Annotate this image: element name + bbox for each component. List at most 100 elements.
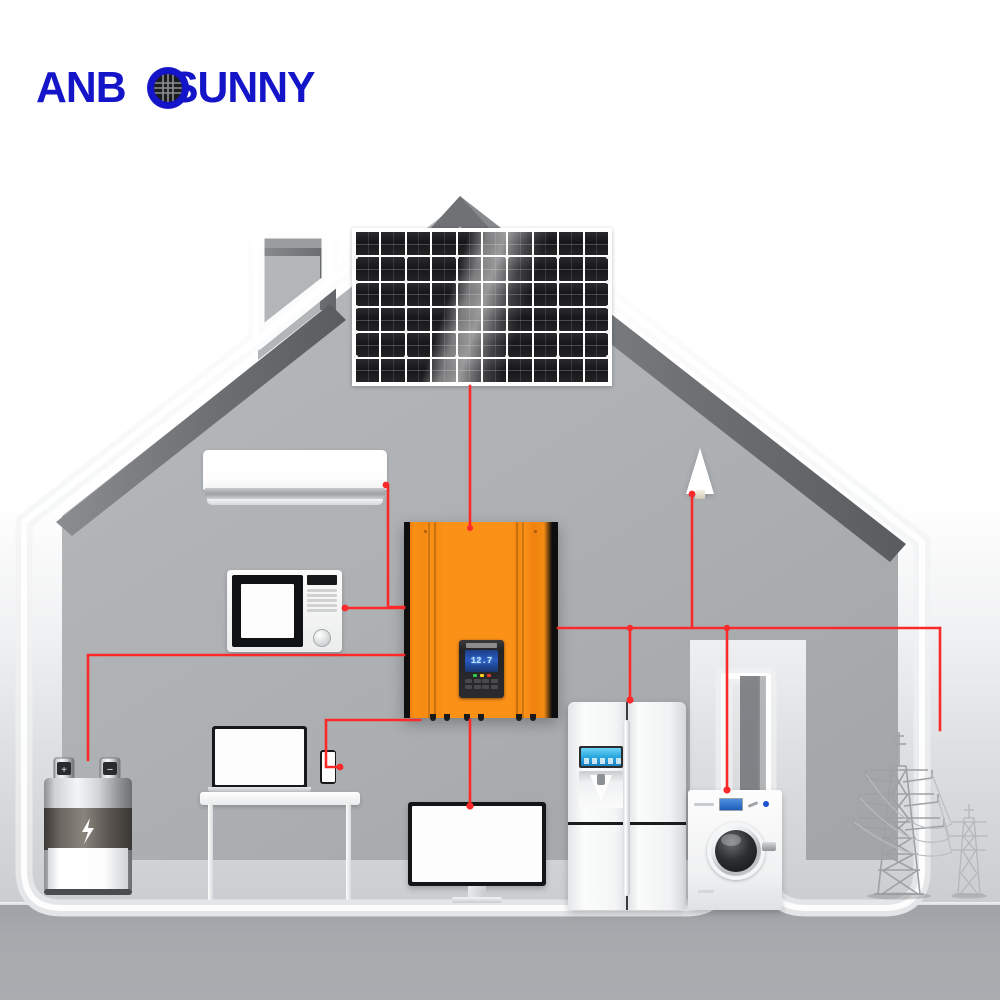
brand-name-part2: SUNNY [170,63,316,112]
solar-cell [406,308,431,332]
solar-cell [406,282,431,306]
fridge-handle[interactable] [623,720,630,896]
solar-cell [457,333,481,357]
solar-cell [381,358,405,382]
solar-cell [432,232,456,256]
solar-cell [508,333,532,357]
solar-cell [381,232,405,256]
solar-cell [584,257,608,281]
laptop-base [208,787,311,792]
ac-front-panel [203,450,387,490]
inverter-screen: 12.7 [465,650,498,672]
microwave-oven[interactable] [227,570,342,652]
solar-cell [356,282,380,306]
microwave-door [232,575,303,647]
solar-cell [533,232,558,256]
smartphone-screen [321,752,335,782]
solar-cell [482,232,507,256]
washer-program-knob[interactable] [747,800,759,808]
chimney [250,236,336,310]
solar-cell [559,333,583,357]
solar-cell [381,308,405,332]
solar-cell [508,358,532,382]
microwave-buttons[interactable] [307,587,337,625]
washing-machine[interactable] [688,790,782,910]
solar-cell [432,257,456,281]
solar-cell [482,358,507,382]
solar-cell [508,232,532,256]
washer-power-button[interactable] [763,801,769,807]
globe-grid-icon [147,67,189,109]
solar-cell [356,232,380,256]
monitor-bezel [408,802,546,886]
floor-lamp[interactable] [654,448,746,500]
solar-cell [356,257,380,281]
battery-plus-label: + [61,765,67,776]
solar-cell [584,232,608,256]
solar-cell [457,232,481,256]
solar-cell [406,257,431,281]
ac-lower-lip [207,499,383,505]
fridge-water-dispenser[interactable] [579,771,623,808]
fridge-control-display[interactable] [579,746,623,768]
air-conditioner[interactable] [203,450,387,508]
solar-cell [559,282,583,306]
pylon-secondary [950,804,988,895]
solar-cell [406,232,431,256]
solar-inverter[interactable]: 12.7 [404,522,558,721]
storage-battery[interactable]: + − [40,756,136,900]
solar-cell [584,308,608,332]
solar-cell [533,308,558,332]
microwave-display [307,575,337,585]
battery-minus-label: − [107,764,113,776]
solar-cell [482,333,507,357]
solar-cell [406,333,431,357]
brand-name-part1: ANB [36,63,127,112]
fridge-dispenser[interactable] [579,746,623,808]
solar-cell [482,308,507,332]
desk-leg-right [346,804,351,900]
inverter-status-leds [462,674,501,677]
fridge-display-backlight [581,748,621,766]
inverter-reading: 12.7 [470,655,493,666]
solar-cell [584,358,608,382]
monitor-stand-base [452,897,502,903]
solar-cell [482,257,507,281]
washer-door[interactable] [707,822,765,880]
solar-cell [457,358,481,382]
solar-cell [559,257,583,281]
inverter-keypad[interactable] [465,679,498,689]
washer-brand-tag [694,802,714,806]
solar-cell [356,333,380,357]
lamp-shade [686,448,714,494]
inverter-lcd-panel[interactable]: 12.7 [459,640,504,698]
washer-badge [698,890,714,893]
solar-cell [381,333,405,357]
solar-cell [432,282,456,306]
solar-cell [381,282,405,306]
washer-detergent-drawer[interactable] [762,842,776,851]
monitor-screen [412,806,542,882]
solar-cell [457,282,481,306]
desk [200,712,360,902]
solar-cell [482,282,507,306]
monitor-stand-neck [468,886,486,898]
solar-cell [508,257,532,281]
microwave-control-panel[interactable] [307,575,337,647]
solar-cell-grid [354,232,610,382]
smartphone[interactable] [320,750,336,784]
solar-cell [457,308,481,332]
microwave-dial[interactable] [313,629,331,647]
washer-door-glass [715,830,757,872]
desktop-monitor[interactable] [408,802,546,904]
refrigerator[interactable] [568,702,686,910]
desk-leg-left [208,804,213,900]
solar-panel[interactable] [352,228,612,386]
brand-logo: ANB O SUNNY [36,64,319,112]
roof-left-edge [56,304,346,536]
solar-cell [432,358,456,382]
washer-control-panel[interactable] [694,797,776,811]
inverter-brand-strip [466,643,497,648]
laptop[interactable] [208,726,311,794]
battery-lightning-icon [82,818,94,844]
